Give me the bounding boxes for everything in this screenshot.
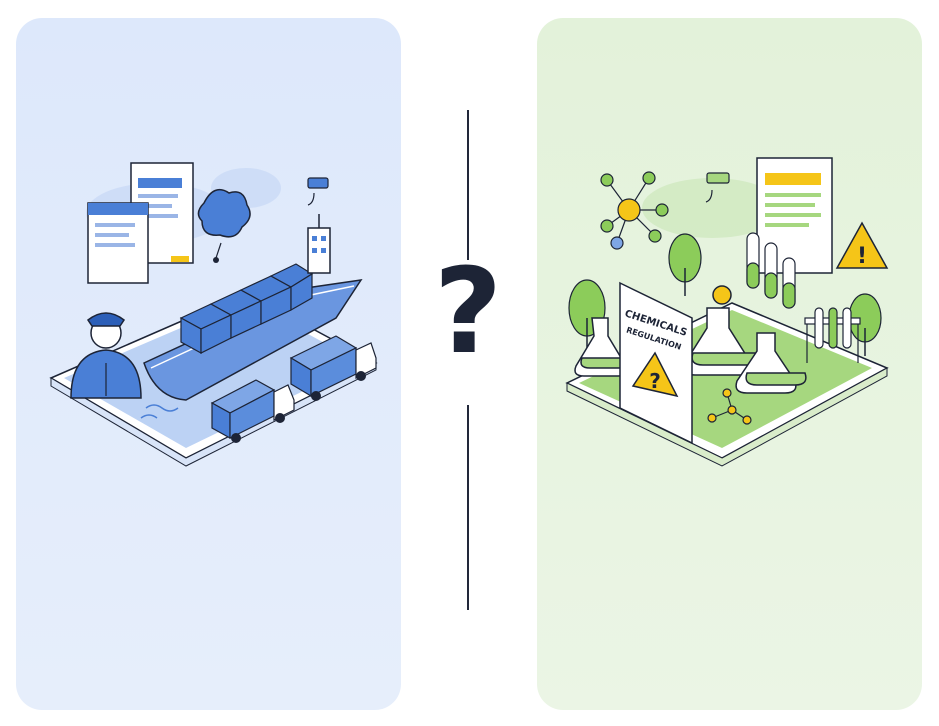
regulation-sign: CHEMICALS REGULATION ? bbox=[619, 281, 693, 445]
tag-icon bbox=[307, 177, 329, 206]
truck-icon bbox=[210, 379, 295, 443]
tag-icon bbox=[705, 172, 730, 203]
flask-icon bbox=[574, 285, 807, 394]
left-panel-shipping bbox=[16, 18, 401, 710]
warning-sign-icon: ! bbox=[835, 221, 889, 269]
divider-line-top bbox=[467, 110, 469, 260]
truck-icon bbox=[289, 335, 377, 401]
chemicals-illustration: ! bbox=[565, 157, 889, 467]
shipping-illustration bbox=[49, 162, 378, 467]
sign-question-mark: ? bbox=[649, 369, 661, 393]
globe-icon bbox=[197, 188, 251, 263]
right-panel-chemicals: ! bbox=[537, 18, 922, 710]
document-icon bbox=[756, 157, 833, 274]
document-icon bbox=[87, 162, 194, 284]
hazard-symbol: ! bbox=[857, 244, 867, 269]
molecule-icon bbox=[600, 171, 669, 250]
divider-line-bottom bbox=[467, 405, 469, 610]
molecule-icon bbox=[707, 388, 752, 425]
question-mark: ? bbox=[433, 242, 503, 380]
container-ship-icon bbox=[143, 214, 363, 401]
customs-officer-icon bbox=[70, 312, 142, 399]
test-tube-rack-icon bbox=[746, 232, 861, 363]
tree-icon bbox=[568, 233, 882, 356]
